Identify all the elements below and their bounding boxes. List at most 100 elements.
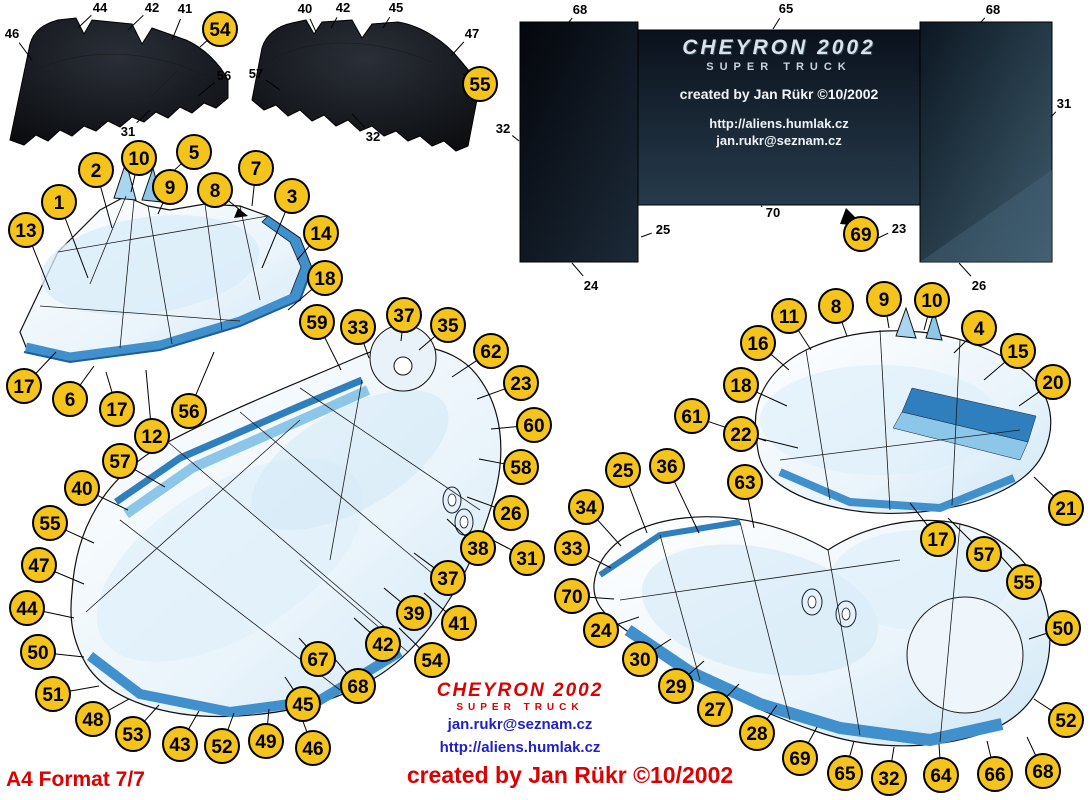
leader-line	[877, 232, 889, 239]
leader-line	[450, 41, 465, 57]
hood-part	[19, 160, 313, 364]
svg-text:26: 26	[500, 504, 521, 525]
part-number-callout: 57	[966, 536, 1002, 572]
leader-line	[157, 202, 164, 215]
leader-line	[54, 571, 85, 585]
part-number-callout: 48	[75, 701, 111, 737]
leader-line	[673, 481, 700, 534]
part-number-callout: 55	[32, 505, 68, 541]
part-number-callout: 56	[171, 393, 207, 429]
leader-line	[31, 245, 51, 291]
leader-line	[772, 17, 781, 30]
svg-text:25: 25	[612, 461, 634, 482]
part-number-label: 46	[5, 26, 19, 41]
svg-text:37: 37	[393, 306, 414, 327]
svg-text:33: 33	[347, 318, 368, 339]
svg-text:17: 17	[927, 530, 948, 551]
leader-line	[446, 518, 466, 537]
leader-line	[770, 353, 790, 371]
part-number-callout: 55	[462, 66, 498, 102]
svg-text:48: 48	[82, 710, 103, 731]
svg-text:38: 38	[467, 539, 488, 560]
leader-line	[330, 17, 338, 29]
svg-text:55: 55	[39, 514, 61, 535]
chassis-part	[70, 324, 502, 718]
part-number-callout: 61	[674, 398, 710, 434]
svg-text:42: 42	[372, 635, 393, 656]
svg-text:3: 3	[287, 187, 298, 208]
leader-line	[171, 18, 181, 41]
svg-text:17: 17	[106, 400, 127, 421]
leader-line	[64, 217, 89, 279]
leader-line	[383, 587, 402, 603]
pointer-arrow-8	[234, 208, 248, 218]
svg-text:47: 47	[28, 556, 49, 577]
svg-text:62: 62	[480, 342, 501, 363]
leader-line	[511, 135, 520, 142]
part-number-callout: 33	[340, 309, 376, 345]
part-number-label: 25	[656, 222, 670, 237]
leader-line	[760, 205, 763, 208]
part-number-callout: 17	[6, 368, 42, 404]
leader-line	[267, 708, 270, 725]
part-number-callout: 41	[441, 605, 477, 641]
leader-line	[848, 212, 853, 220]
part-number-callout: 53	[115, 716, 151, 752]
part-number-callout: 9	[866, 281, 902, 317]
leader-line	[69, 685, 100, 692]
windshield-part-right	[251, 19, 481, 152]
part-number-label: 56	[217, 68, 231, 83]
svg-text:68: 68	[1032, 762, 1053, 783]
leader-line	[688, 660, 705, 676]
leader-line	[986, 740, 992, 758]
leader-line	[197, 82, 215, 97]
part-number-label: 45	[389, 0, 403, 15]
leader-line	[909, 502, 928, 526]
leader-line	[130, 174, 136, 193]
svg-text:12: 12	[141, 427, 162, 448]
body-pillar-left	[895, 306, 917, 339]
leader-line	[478, 458, 505, 465]
part-number-label: 42	[145, 0, 159, 15]
leader-line	[136, 109, 151, 124]
part-number-callout: 6	[52, 381, 88, 417]
svg-text:58: 58	[510, 458, 531, 479]
leader-line	[265, 79, 281, 91]
leader-line	[287, 288, 313, 311]
dark-panel-right	[919, 21, 1053, 263]
part-number-label: 32	[496, 121, 510, 136]
svg-text:44: 44	[16, 599, 38, 620]
title-panel: CHEYRON 2002 SUPER TRUCK created by Jan …	[638, 36, 920, 148]
part-number-callout: 17	[920, 521, 956, 557]
part-number-callout: 30	[622, 641, 658, 677]
part-number-callout: 10	[914, 282, 950, 318]
model-url: http://aliens.humlak.cz	[709, 116, 849, 131]
footer-brand-title: CHEYRON 2002	[436, 680, 604, 701]
model-title: CHEYRON 2002	[682, 36, 876, 59]
part-number-callout: 65	[827, 755, 863, 791]
leader-line	[757, 437, 799, 449]
model-email: jan.rukr@seznam.cz	[716, 133, 842, 148]
leader-line	[251, 184, 255, 207]
svg-text:18: 18	[730, 376, 751, 397]
leader-line	[891, 746, 895, 762]
svg-text:54: 54	[209, 20, 231, 41]
svg-text:36: 36	[656, 457, 677, 478]
svg-text:2: 2	[91, 161, 102, 182]
leader-line	[353, 617, 371, 634]
svg-text:50: 50	[27, 643, 48, 664]
leader-line	[261, 211, 286, 269]
leader-line	[227, 200, 241, 211]
part-number-callout: 66	[977, 756, 1013, 792]
svg-text:52: 52	[211, 737, 232, 758]
part-number-callout: 45	[285, 686, 321, 722]
svg-text:41: 41	[448, 614, 470, 635]
leader-lines-layer	[18, 14, 1057, 762]
leader-line	[476, 388, 506, 400]
footer-email: jan.rukr@seznam.cz	[447, 716, 593, 733]
leader-line	[983, 361, 1006, 381]
leader-line	[97, 494, 129, 511]
part-number-callout: 10	[121, 140, 157, 176]
leader-line	[490, 426, 518, 430]
